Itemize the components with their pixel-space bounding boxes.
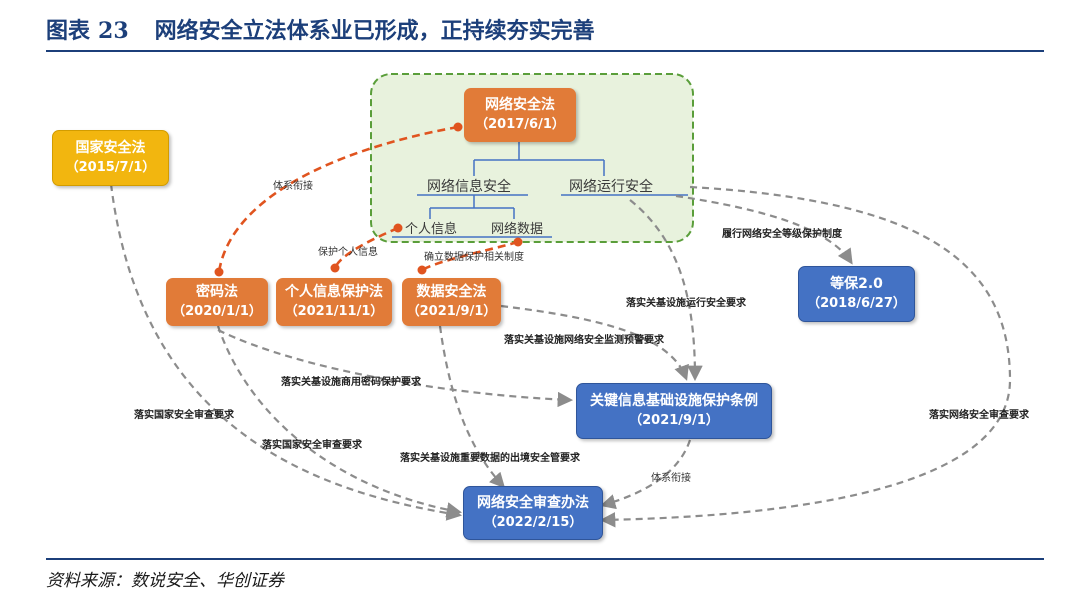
- edge-crypto-to-cii: [217, 329, 574, 408]
- label-protect-personal-info: 保护个人信息: [318, 247, 378, 258]
- edge-national-to-review: [109, 183, 463, 521]
- edge-cybersecurity-to-crypto: [217, 125, 459, 273]
- label-mlps-obligation: 履行网络安全等级保护制度: [722, 229, 842, 240]
- node-cybersecurity-law: 网络安全法 （2017/6/1）: [464, 88, 576, 142]
- node-review-measures-name: 网络安全审查办法: [477, 495, 589, 511]
- node-mlps-name: 等保2.0: [830, 276, 883, 292]
- law-structure-tree: [392, 137, 688, 238]
- label-cii-monitoring: 落实关基设施网络安全监测预警要求: [504, 335, 664, 346]
- node-cii-regulation: 关键信息基础设施保护条例 （2021/9/1）: [576, 383, 772, 439]
- node-pipl-date: （2021/11/1）: [284, 304, 384, 319]
- title-rule: [46, 50, 1044, 52]
- label-national-review-left: 落实国家安全审查要求: [134, 410, 234, 421]
- figure-title: 图表 23 网络安全立法体系业已形成，正持续夯实完善: [46, 14, 1046, 48]
- node-data-security-law: 数据安全法 （2021/9/1）: [402, 278, 501, 326]
- footer-rule: [46, 558, 1044, 560]
- tree-personal-info: 个人信息: [405, 222, 458, 237]
- node-national-security-law: 国家安全法 （2015/7/1）: [52, 130, 169, 186]
- node-national-security-law-date: （2015/7/1）: [65, 160, 156, 175]
- node-mlps-date: （2018/6/27）: [807, 296, 906, 311]
- label-commercial-crypto: 落实关基设施商用密码保护要求: [281, 377, 421, 388]
- tree-network-data: 网络数据: [491, 222, 544, 237]
- node-review-measures-date: （2022/2/15）: [483, 515, 583, 530]
- label-cii-ops-requirement: 落实关基设施运行安全要求: [626, 298, 746, 309]
- edge-data-to-data-law: [421, 240, 519, 272]
- node-national-security-law-name: 国家安全法: [75, 140, 146, 156]
- label-system-link-2: 体系衔接: [651, 473, 691, 484]
- edge-crypto-to-review: [216, 325, 463, 518]
- source-note: 资料来源：数说安全、华创证券: [46, 571, 284, 591]
- node-cii-regulation-date: （2021/9/1）: [629, 413, 719, 428]
- orange-arrow-dots: [214, 122, 523, 277]
- label-data-protection-system: 确立数据保护相关制度: [424, 252, 524, 263]
- node-cii-regulation-name: 关键信息基础设施保护条例: [590, 393, 758, 409]
- node-cryptography-law-date: （2020/1/1）: [172, 304, 262, 319]
- node-pipl-name: 个人信息保护法: [285, 284, 383, 300]
- node-pipl: 个人信息保护法 （2021/11/1）: [276, 278, 392, 326]
- edge-cii-to-review: [600, 439, 692, 510]
- node-cryptography-law: 密码法 （2020/1/1）: [166, 278, 268, 326]
- node-cybersecurity-law-name: 网络安全法: [485, 97, 555, 113]
- figure-number: 23: [98, 18, 129, 44]
- edge-ops-to-cii: [629, 199, 703, 382]
- node-data-security-law-name: 数据安全法: [416, 284, 487, 300]
- figure-title-text: 网络安全立法体系业已形成，正持续夯实完善: [154, 18, 595, 44]
- edge-ops-to-review: [599, 185, 1012, 528]
- node-mlps: 等保2.0 （2018/6/27）: [798, 266, 915, 322]
- edge-data-to-review: [438, 325, 506, 489]
- label-system-link-1: 体系衔接: [273, 181, 313, 192]
- node-cybersecurity-law-date: （2017/6/1）: [475, 117, 565, 132]
- node-review-measures: 网络安全审查办法 （2022/2/15）: [463, 486, 603, 540]
- cybersecurity-law-group: [370, 73, 694, 243]
- label-important-data-export: 落实关基设施重要数据的出境安全管要求: [400, 453, 580, 464]
- label-network-review-right: 落实网络安全审查要求: [929, 410, 1029, 421]
- node-cryptography-law-name: 密码法: [196, 284, 238, 300]
- figure-title-prefix: 图表: [46, 18, 91, 44]
- edge-data-to-cii: [500, 304, 689, 381]
- tree-info-security: 网络信息安全: [427, 179, 511, 195]
- gray-arrows: [109, 183, 1012, 528]
- label-national-review-inner: 落实国家安全审查要求: [262, 440, 362, 451]
- tree-ops-security: 网络运行安全: [569, 179, 653, 195]
- node-data-security-law-date: （2021/9/1）: [406, 304, 497, 319]
